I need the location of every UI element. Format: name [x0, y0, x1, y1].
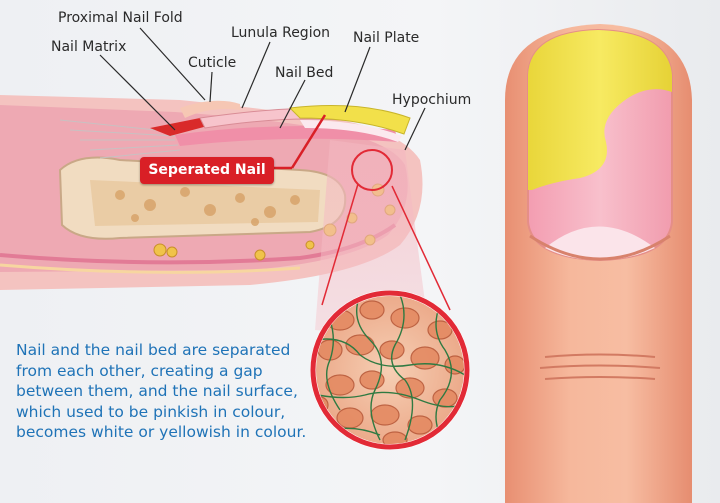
- nail-separated-yellow: [528, 30, 672, 190]
- label-nail-plate: Nail Plate: [353, 30, 419, 46]
- separated-nail-callout: Seperated Nail: [140, 157, 274, 184]
- label-lunula-region: Lunula Region: [231, 25, 330, 41]
- description-text: Nail and the nail bed are separated from…: [16, 341, 307, 441]
- nail-plate-yellow: [288, 105, 411, 135]
- label-nail-matrix: Nail Matrix: [51, 39, 126, 55]
- finger-illustration: [505, 24, 692, 503]
- label-nail-bed: Nail Bed: [275, 65, 333, 81]
- lunula: [545, 226, 655, 260]
- label-cuticle: Cuticle: [188, 55, 236, 71]
- label-proximal-nail-fold: Proximal Nail Fold: [58, 10, 183, 26]
- magnified-tissue: [310, 290, 470, 450]
- label-hypochium: Hypochium: [392, 92, 471, 108]
